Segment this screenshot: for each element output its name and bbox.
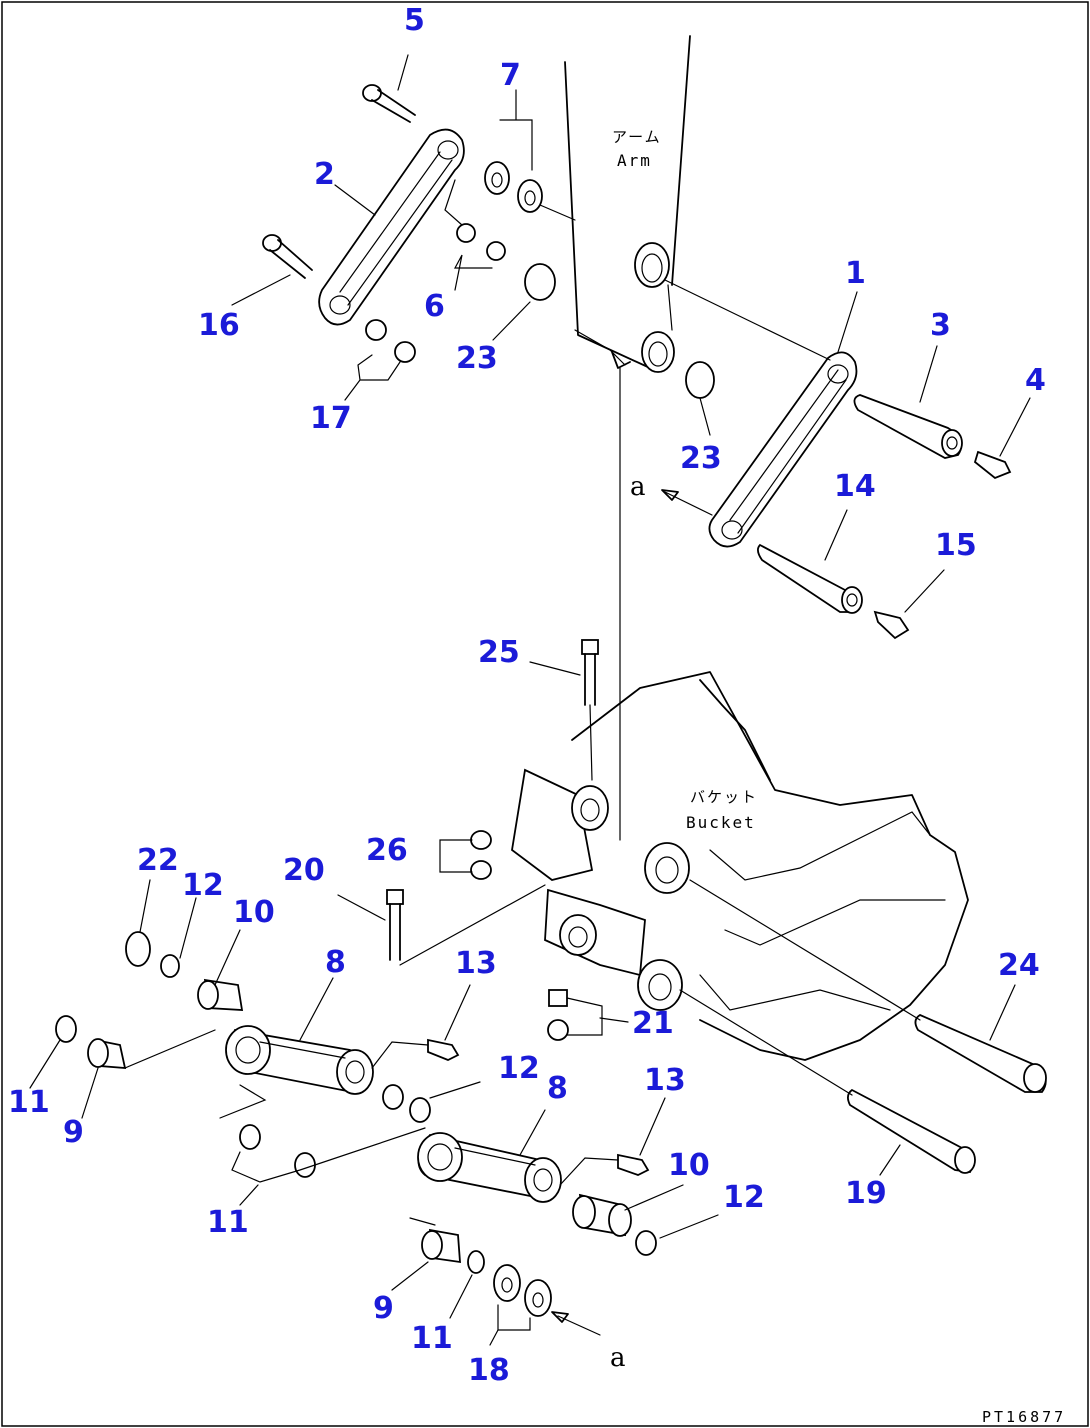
callout-17: 17 <box>310 401 352 436</box>
callout-23-upper: 23 <box>456 341 498 376</box>
drawing-code: PT16877 <box>982 1408 1066 1426</box>
callout-11-mid: 11 <box>207 1205 249 1240</box>
bolt-5 <box>362 84 416 123</box>
nuts-17 <box>365 319 416 363</box>
connector-lines <box>219 1084 426 1183</box>
callout-20: 20 <box>283 853 325 888</box>
callout-12-mid: 12 <box>498 1051 540 1086</box>
nuts-21 <box>547 989 603 1041</box>
callout-8-lower: 8 <box>547 1071 568 1106</box>
washer-12-lower <box>635 1230 657 1256</box>
callout-6: 6 <box>424 289 445 324</box>
arm-part: アーム Arm <box>564 35 691 373</box>
arm-label-jp: アーム <box>612 128 662 146</box>
link-1 <box>664 279 858 548</box>
callout-9-left: 9 <box>63 1115 84 1150</box>
shim-22 <box>125 931 151 967</box>
washer-12-mid2 <box>409 1097 431 1123</box>
callout-9-lower: 9 <box>373 1291 394 1326</box>
callout-5: 5 <box>404 3 425 38</box>
bucket-part: バケット Bucket <box>571 671 969 1061</box>
callout-14: 14 <box>834 469 876 504</box>
callout-26: 26 <box>366 833 408 868</box>
bolt-25 <box>581 639 599 781</box>
washer-12-upper <box>160 954 180 978</box>
bushing-10-upper <box>197 978 244 1011</box>
callout-8-upper: 8 <box>325 945 346 980</box>
shims-18 <box>493 1264 552 1331</box>
view-ref-a-top: a <box>630 472 713 516</box>
plate-23-right <box>685 361 715 399</box>
pin-24 <box>689 879 1047 1093</box>
bushing-10-lower <box>572 1193 632 1237</box>
bolt-20 <box>386 884 546 966</box>
shims-7 <box>484 161 576 221</box>
fitting-13-upper-line <box>371 1041 429 1069</box>
callout-11-left: 11 <box>8 1085 50 1120</box>
callout-19: 19 <box>845 1176 887 1211</box>
washer-11-left <box>55 1015 77 1043</box>
fitting-13-lower <box>617 1153 650 1176</box>
fitting-13-lower-line <box>559 1157 619 1186</box>
svg-text:a: a <box>610 1343 626 1373</box>
callout-15: 15 <box>935 528 977 563</box>
callout-18: 18 <box>468 1353 510 1388</box>
callout-23-right: 23 <box>680 441 722 476</box>
callout-13-lower: 13 <box>644 1063 686 1098</box>
link-2 <box>318 128 465 326</box>
callout-12-upper: 12 <box>182 868 224 903</box>
callout-22: 22 <box>137 843 179 878</box>
svg-text:a: a <box>630 472 646 502</box>
bushing-9-lower <box>409 1217 461 1264</box>
callout-3: 3 <box>930 308 951 343</box>
callout-24: 24 <box>998 948 1040 983</box>
washer-11-mid1 <box>239 1124 261 1150</box>
fitting-13-upper <box>427 1038 460 1061</box>
callout-7: 7 <box>500 58 521 93</box>
callout-25: 25 <box>478 635 520 670</box>
bucket-label-jp: バケット <box>690 788 758 806</box>
callout-10-lower: 10 <box>668 1148 710 1183</box>
view-ref-a-bottom: a <box>551 1311 626 1373</box>
pin-3 <box>853 394 963 459</box>
callout-16: 16 <box>198 308 240 343</box>
bucket-boss-lower <box>544 888 683 1011</box>
callout-11-lower: 11 <box>411 1321 453 1356</box>
bushing-9-left <box>87 1029 216 1069</box>
callout-10-upper: 10 <box>233 895 275 930</box>
pin-14 <box>757 543 863 614</box>
bucket-label-en: Bucket <box>686 813 756 832</box>
housing-8-lower <box>417 1132 562 1203</box>
arm-label-en: Arm <box>617 151 652 170</box>
pin-19 <box>679 989 976 1174</box>
washer-12-mid1 <box>382 1084 404 1110</box>
callout-4: 4 <box>1025 363 1046 398</box>
fitting-15 <box>873 610 910 640</box>
leader-lines <box>29 54 1031 1346</box>
callout-2: 2 <box>314 157 335 192</box>
nuts-26 <box>439 830 492 880</box>
plate-23-upper <box>524 263 556 301</box>
callout-numbers: 5 7 2 6 16 23 17 1 3 4 23 14 15 25 26 22… <box>8 3 1046 1388</box>
housing-8-upper <box>225 1025 374 1095</box>
callout-21: 21 <box>632 1006 674 1041</box>
callout-12-lower: 12 <box>723 1180 765 1215</box>
bolt-16 <box>262 234 313 279</box>
nuts-6 <box>444 179 506 261</box>
washer-11-lower <box>467 1250 485 1274</box>
fitting-4 <box>973 450 1012 480</box>
callout-1: 1 <box>845 256 866 291</box>
callout-13-upper: 13 <box>455 946 497 981</box>
bucket-boss-upper <box>511 768 690 894</box>
washer-11-mid2 <box>294 1152 316 1178</box>
